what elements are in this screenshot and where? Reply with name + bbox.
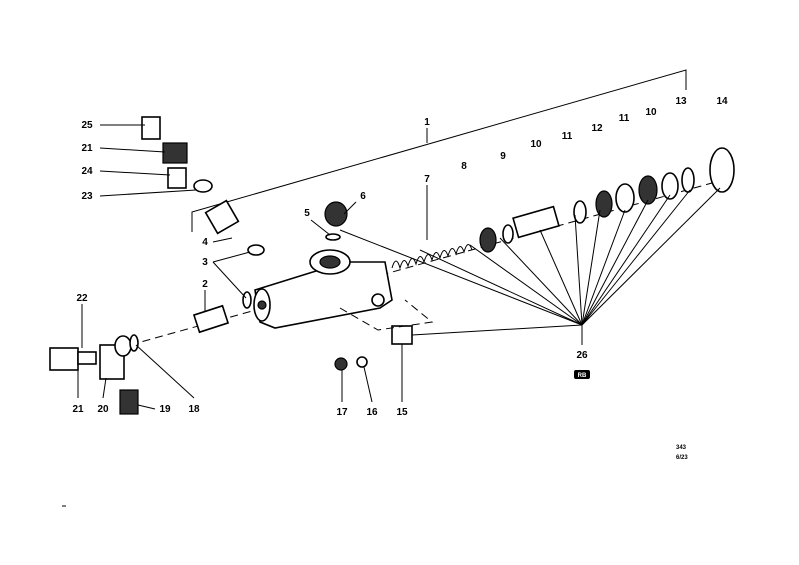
callout-label: 20 — [97, 404, 109, 415]
reservoir-cap — [324, 201, 348, 227]
callout-label: 2 — [202, 279, 208, 290]
callout-label: 16 — [366, 407, 378, 418]
callout-label: 10 — [530, 139, 542, 150]
fitting — [192, 304, 230, 334]
leader-line — [581, 194, 671, 326]
leader-line — [581, 187, 721, 326]
drawing-number: 343 — [676, 445, 687, 451]
callout-label: 25 — [81, 120, 93, 131]
leader-line — [581, 189, 691, 326]
callout-label: 15 — [396, 407, 408, 418]
callout-label: 14 — [716, 96, 728, 107]
leader-line — [574, 214, 583, 326]
leader-line — [499, 237, 583, 326]
callout-label: 11 — [562, 131, 573, 142]
callout-label: 18 — [188, 404, 200, 415]
rb-badge-text: RB — [578, 373, 587, 379]
drawing-date: 6/23 — [676, 455, 688, 461]
callout-label: 10 — [645, 107, 657, 118]
leader-line — [581, 209, 626, 326]
leader-line — [339, 229, 583, 326]
hose-fittings — [141, 116, 213, 193]
cylinder-body — [253, 249, 393, 329]
spring — [391, 244, 473, 270]
callout-label: 8 — [461, 161, 467, 172]
leader-line — [581, 199, 649, 326]
callout-label: 6 — [360, 191, 366, 202]
callout-label: 12 — [591, 123, 603, 134]
leader-line — [411, 324, 583, 336]
bleeder-parts — [49, 334, 139, 415]
rb-badge: RB — [574, 370, 590, 379]
seal-ring — [247, 244, 265, 256]
assembly-bracket — [191, 69, 687, 232]
callout-label: 4 — [202, 237, 208, 248]
callout-label: 5 — [304, 208, 310, 219]
callout-label: 9 — [500, 151, 506, 162]
callout-label: 22 — [76, 293, 88, 304]
callout-label: 24 — [81, 166, 93, 177]
leader-line — [469, 244, 583, 326]
plug — [391, 325, 413, 345]
callout-label: 21 — [72, 404, 84, 415]
seal-ring — [242, 291, 252, 309]
callout-label: 1 — [424, 117, 430, 128]
mounting-lines — [339, 299, 434, 331]
piston-parts — [479, 147, 735, 253]
callout-label: 17 — [336, 407, 348, 418]
leader-line — [419, 249, 583, 326]
leader-lines — [77, 124, 583, 410]
callout-label: 26 — [576, 350, 588, 361]
fan-leaders-26 — [339, 187, 721, 336]
callout-label: 7 — [424, 174, 430, 185]
washer — [356, 356, 368, 368]
leader-line — [539, 229, 583, 326]
fitting — [204, 199, 240, 235]
callout-label: 23 — [81, 191, 93, 202]
leader-line — [581, 209, 601, 326]
washer — [325, 233, 341, 241]
callout-label: 13 — [675, 96, 687, 107]
callout-label: 11 — [619, 113, 630, 124]
callout-label: 21 — [81, 143, 93, 154]
callout-label: 3 — [202, 257, 208, 268]
callout-label: 19 — [159, 404, 171, 415]
nut — [334, 357, 348, 371]
